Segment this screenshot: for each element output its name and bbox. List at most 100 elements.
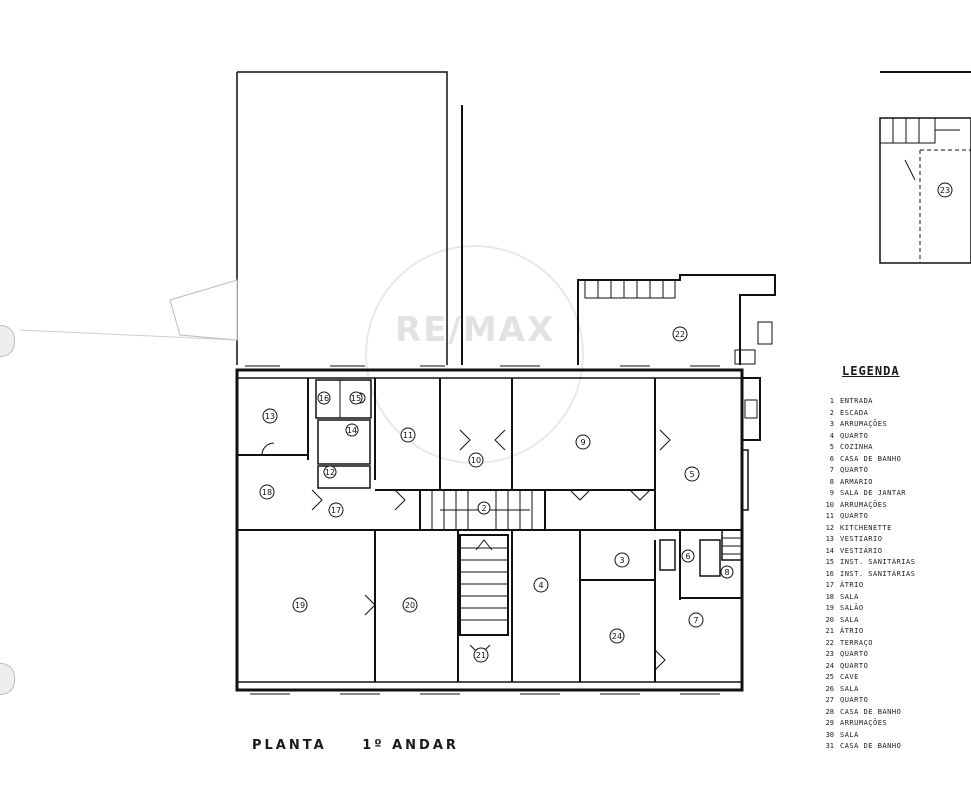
legend-item-label: CAVE: [840, 673, 859, 681]
legend-item-number: 19: [825, 604, 834, 612]
legend-item: 14 VESTIÁRIO: [812, 546, 915, 558]
legend-item: 30 SALA: [812, 730, 915, 742]
legend-item-number: 29: [825, 719, 834, 727]
room-label-24: 24: [612, 632, 622, 641]
legend-item-number: 10: [825, 500, 834, 509]
room-label-20: 20: [405, 601, 415, 610]
legend-item-label: QUARTO: [840, 466, 869, 474]
legend-item-number: 16: [825, 569, 834, 578]
legend-item-number: 1: [829, 397, 834, 405]
legend-item-label: ARRUMAÇÕES: [840, 500, 888, 509]
legend-item-label: QUARTO: [840, 696, 869, 704]
legend-item-number: 6: [829, 454, 834, 463]
legend-item: 1 ENTRADA: [812, 396, 915, 408]
legend-item-label: SALA: [840, 730, 859, 739]
legend-item-number: 28: [825, 707, 834, 716]
legend-item-number: 18: [825, 592, 834, 601]
legend-item-number: 8: [829, 477, 834, 486]
legend-item-number: 15: [825, 558, 834, 566]
room-marker-14: [345, 423, 359, 437]
room-marker-11: [400, 427, 416, 443]
legend-item-number: 26: [825, 684, 834, 693]
room-label-12: 12: [325, 468, 335, 477]
legend-item-number: 20: [825, 615, 834, 624]
legend-item-label: CASA DE BANHO: [840, 707, 902, 716]
room-label-7: 7: [693, 616, 698, 625]
legend-item: 7 QUARTO: [812, 465, 915, 477]
room-marker-2: [477, 501, 491, 515]
plan-title: PLANTA 1º ANDAR: [252, 738, 487, 753]
legend-item-label: CASA DE BANHO: [840, 742, 902, 750]
legend-item: 2 ESCADA: [812, 408, 915, 420]
legend-item-label: CASA DE BANHO: [840, 454, 902, 463]
legend-item-number: 14: [825, 546, 834, 555]
room-marker-19: [292, 597, 308, 613]
room-marker-17: [328, 502, 344, 518]
room-marker-23: [937, 182, 953, 198]
legend-item: 6 CASA DE BANHO: [812, 454, 915, 466]
legend-item-number: 9: [829, 489, 834, 497]
room-label-8: 8: [724, 568, 729, 577]
legend-item-label: VESTIARIO: [840, 535, 883, 543]
legend-item-label: ARRUMAÇÕES: [840, 719, 888, 727]
legend-item-number: 17: [825, 581, 834, 589]
legend-item-label: SALA: [840, 592, 859, 601]
legend-item-label: KITCHENETTE: [840, 523, 892, 532]
room-label-17: 17: [331, 506, 341, 515]
room-label-9: 9: [580, 438, 585, 447]
legend-item-label: ÁTRIO: [840, 627, 864, 635]
room-marker-20: [402, 597, 418, 613]
legend-item: 26 SALA: [812, 684, 915, 696]
room-marker-5: [684, 466, 700, 482]
room-marker-8: [720, 565, 734, 579]
legend-item: 8 ARMARIO: [812, 477, 915, 489]
legend-item: 24 QUARTO: [812, 661, 915, 673]
legend-item-number: 21: [825, 627, 834, 635]
legend-item-label: ESCADA: [840, 408, 869, 417]
plan-title-word: PLANTA: [252, 738, 327, 753]
legend-item-number: 30: [825, 730, 834, 739]
legend-item: 21 ÁTRIO: [812, 626, 915, 638]
room-label-14: 14: [347, 426, 357, 435]
plan-title-floor: 1º ANDAR: [362, 738, 459, 753]
legend-title: LEGENDA: [842, 364, 900, 378]
room-marker-12: [323, 465, 337, 479]
room-marker-7: [688, 612, 704, 628]
room-label-6: 6: [685, 552, 690, 561]
room-marker-15: [349, 391, 363, 405]
room-marker-18: [259, 484, 275, 500]
legend-item-label: QUARTO: [840, 661, 869, 670]
legend-item-number: 24: [825, 661, 834, 670]
legend-item-number: 23: [825, 650, 834, 658]
room-marker-9: [575, 434, 591, 450]
legend-item: 28 CASA DE BANHO: [812, 707, 915, 719]
room-marker-13: [262, 408, 278, 424]
legend-item-label: ARRUMAÇÕES: [840, 420, 888, 428]
legend-item-number: 2: [829, 408, 834, 417]
legend-item-number: 25: [825, 673, 834, 681]
room-label-5: 5: [689, 470, 694, 479]
legend-item-number: 5: [829, 443, 834, 451]
legend-item-label: ENTRADA: [840, 397, 874, 405]
legend-item-label: SALA: [840, 684, 859, 693]
legend-item-number: 7: [829, 466, 834, 474]
watermark-text: RE/MAX: [395, 310, 556, 350]
room-marker-21: [473, 647, 489, 663]
legend-item-label: ARMARIO: [840, 477, 874, 486]
legend-item-label: QUARTO: [840, 431, 869, 440]
room-marker-16: [317, 391, 331, 405]
room-label-10: 10: [471, 456, 481, 465]
legend-item: 23 QUARTO: [812, 649, 915, 661]
legend-item-label: VESTIÁRIO: [840, 546, 883, 555]
room-label-18: 18: [262, 488, 272, 497]
legend-item-label: QUARTO: [840, 650, 869, 658]
